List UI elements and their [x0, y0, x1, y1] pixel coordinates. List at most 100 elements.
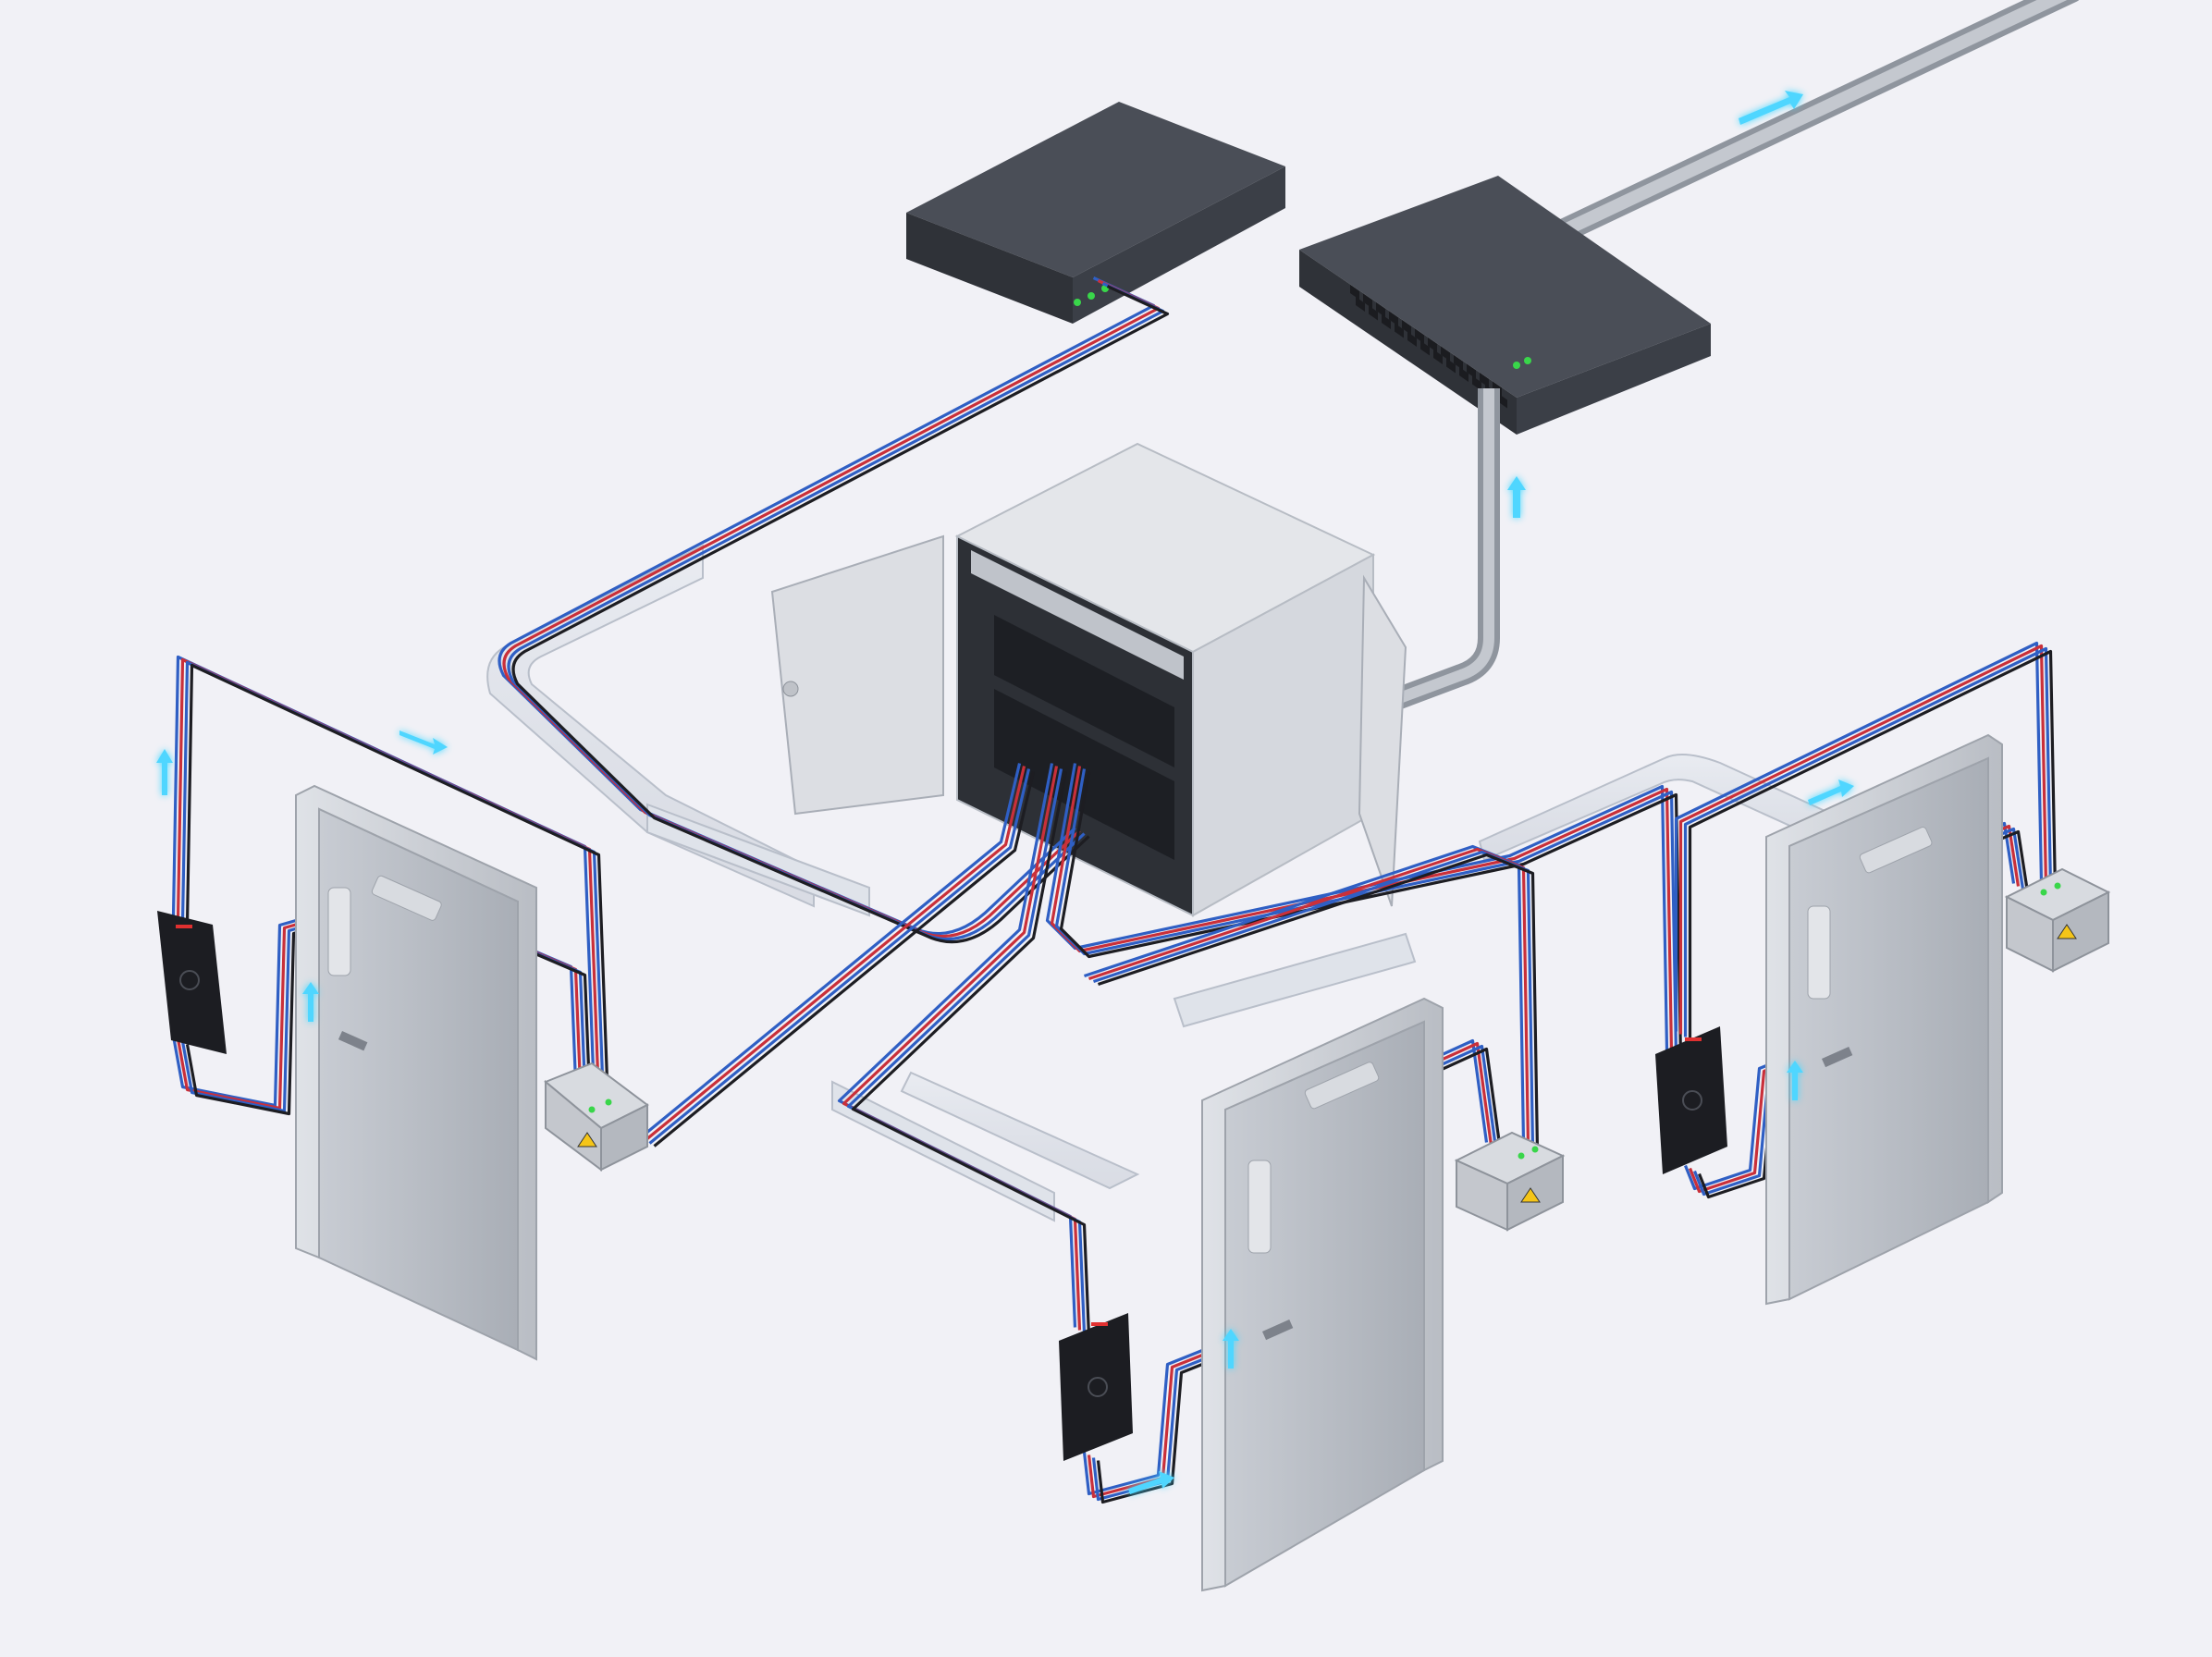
flow-arrow-icon — [1808, 779, 1854, 805]
switch-port — [1356, 297, 1365, 312]
cable-run-right-loop — [1688, 649, 2058, 1040]
reader-status-led — [1685, 1037, 1702, 1041]
cable-run-right-loop — [1683, 646, 2053, 1037]
switch-port — [1382, 314, 1391, 329]
flow-arrow-icon — [1787, 1061, 1803, 1100]
electric-strike — [2004, 867, 2111, 973]
switch-port — [1467, 363, 1476, 379]
door-contact — [1807, 905, 1831, 1000]
electric-strike — [544, 1062, 649, 1172]
reader-status-led — [1091, 1322, 1108, 1326]
flow-arrow-icon — [399, 730, 448, 755]
door-handle — [338, 1031, 368, 1051]
door-center — [1059, 997, 1566, 1592]
uplink-conduit — [1551, 0, 2080, 243]
card-reader[interactable] — [1059, 1313, 1133, 1461]
reader-status-led — [176, 925, 192, 928]
card-icon — [1088, 1377, 1108, 1397]
flow-arrow-icon — [1128, 1471, 1174, 1494]
cable-run-controller-to-tray — [511, 285, 1170, 944]
status-led — [588, 1106, 596, 1113]
switch-port — [1402, 320, 1411, 335]
cable-run-rack-to-right — [1045, 763, 1669, 1050]
switch-port — [1420, 340, 1430, 356]
cable-run-left-reader-loop — [185, 663, 610, 1105]
switch-port — [1350, 285, 1359, 300]
warning-icon — [1520, 1187, 1541, 1203]
switch-port — [1472, 375, 1481, 391]
switch-conduit — [1382, 388, 1526, 714]
flow-arrow-icon — [156, 749, 173, 795]
cable-run-rack-to-center — [846, 768, 1087, 1333]
flow-arrow-icon — [1507, 476, 1526, 518]
card-reader[interactable] — [1655, 1026, 1727, 1174]
cable-bundles — [171, 276, 2058, 1504]
cable-run-right-tray-lock — [1097, 853, 1540, 1151]
switch-port — [1369, 305, 1378, 321]
door-handle — [1822, 1046, 1853, 1068]
door-left — [156, 730, 649, 1361]
door-leaf — [318, 807, 519, 1352]
cable-run-rack-to-door-left — [653, 771, 1036, 1148]
switch-port — [1376, 302, 1385, 317]
switch-port — [1446, 358, 1456, 374]
cable-run-rack-to-center — [842, 766, 1082, 1331]
card-icon — [1682, 1090, 1702, 1111]
flow-arrow-icon — [302, 982, 319, 1022]
door-contact — [1247, 1160, 1272, 1254]
switch-port — [1407, 332, 1417, 347]
flow-arrow-icon — [1739, 91, 1803, 125]
status-led — [1513, 362, 1520, 369]
cable-run-rack-to-center — [851, 771, 1091, 1336]
rack-cabinet — [770, 442, 1407, 917]
switch-port — [1441, 346, 1450, 362]
status-led — [1074, 299, 1081, 306]
switch-port — [1454, 355, 1463, 370]
status-led — [1531, 1146, 1539, 1153]
door-right — [1655, 733, 2111, 1306]
warning-icon — [577, 1132, 597, 1148]
cable-run-rack-to-door-left — [644, 766, 1026, 1142]
cabinet-door-left[interactable] — [770, 534, 944, 816]
door-contact — [327, 887, 351, 976]
cable-tray-bottom — [831, 1071, 1140, 1222]
switch-port — [1498, 393, 1507, 409]
status-led — [2040, 889, 2047, 896]
status-led — [1518, 1152, 1525, 1160]
switch-port — [1415, 328, 1424, 344]
door-closer — [1304, 1062, 1380, 1110]
cabinet-door-right[interactable] — [1358, 574, 1407, 907]
cable-run-right-loop — [1678, 644, 2048, 1035]
switch-port — [1433, 350, 1443, 364]
controller-unit — [906, 102, 1285, 324]
cable-run-rack-to-center — [837, 763, 1077, 1328]
card-reader[interactable] — [157, 911, 227, 1054]
status-led — [605, 1099, 612, 1106]
switch-port — [1480, 373, 1489, 387]
card-icon — [179, 970, 200, 990]
warning-icon — [2057, 924, 2077, 939]
switch-port — [1389, 311, 1398, 326]
switch-port — [1395, 323, 1404, 338]
status-led — [1088, 292, 1095, 300]
cable-run-rack-to-door-left — [648, 768, 1031, 1145]
network-switch — [1299, 176, 1711, 435]
door-leaf — [1788, 756, 1989, 1301]
door-leaf — [1224, 1020, 1425, 1588]
status-led — [2054, 882, 2061, 890]
flow-arrow-icon — [1223, 1329, 1239, 1369]
door-handle — [1262, 1319, 1294, 1341]
cable-run-center-reader-bottom — [1082, 1335, 1238, 1496]
status-led — [1524, 357, 1531, 364]
cable-run-left-reader-bottom — [171, 914, 313, 1108]
door-closer — [371, 875, 442, 921]
switch-port — [1428, 338, 1437, 352]
electric-strike — [1454, 1131, 1566, 1232]
door-closer — [1859, 827, 1933, 874]
switch-port — [1459, 367, 1469, 382]
lock-icon — [782, 681, 799, 697]
rack-device — [994, 615, 1174, 767]
switch-port — [1363, 293, 1372, 309]
cable-run-right-loop — [1674, 641, 2044, 1032]
